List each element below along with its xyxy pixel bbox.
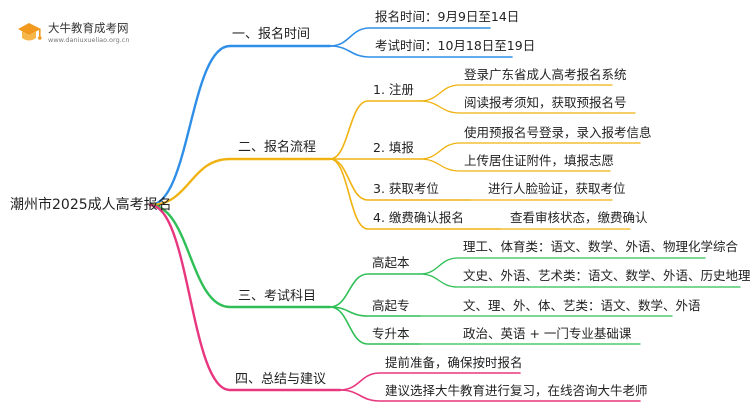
step-fill-in-detail-2: 上传居住证附件，填报志愿 [464,153,615,168]
branch-exam-subjects: 三、考试科目 [238,289,317,304]
connector-step-2-detail-1 [419,142,641,160]
connector-step-1-detail-1 [419,84,613,102]
leaf-registration-dates: 报名时间：9月9日至14日 [375,9,520,24]
step-register: 1. 注册 [373,82,414,97]
step-fill-in-detail-1: 使用预报名号登录，录入报考信息 [464,125,652,140]
logo-url: www.daniuxueliao.org.cn [48,36,130,44]
site-logo: 大牛教育成考网 www.daniuxueliao.org.cn [14,18,134,48]
connector-step-1 [329,100,421,160]
connector-level-1 [329,273,421,308]
level-gaoqiben: 高起本 [372,255,410,270]
connector-step-4 [329,158,501,230]
summary-advice-2: 建议选择大牛教育进行复习，在线咨询大牛老师 [385,383,648,398]
step-get-seat: 3. 获取考位 [373,181,439,196]
root-node: 潮州市2025成人高考报名 [10,197,172,213]
connector-branch-4 [148,203,342,392]
step-register-detail-1: 登录广东省成人高考报名系统 [464,67,627,82]
branch-summary: 四、总结与建议 [235,372,327,387]
level-zhuanshengben: 专升本 [372,326,410,341]
connector-leaf-1-1 [329,27,491,47]
connector-level-3 [329,306,421,345]
connector-summary-1 [339,372,521,391]
summary-advice-1: 提前准备，确保按时报名 [385,355,523,370]
connector-level-1-detail-2 [419,273,741,288]
graduation-cap-icon [18,23,42,41]
connector-step-2-detail-2 [419,158,611,172]
gaoqizhuan-subjects: 文、理、外、体、艺类：语文、数学、外语 [463,298,701,313]
branch-registration-process: 二、报名流程 [238,140,317,155]
connector-summary-2 [339,389,641,402]
branch-registration-time: 一、报名时间 [232,27,311,42]
level-gaoqizhuan: 高起专 [372,298,410,313]
leaf-exam-dates: 考试时间：10月18日至19日 [375,38,536,53]
step-register-detail-2: 阅读报考须知，获取预报名号 [464,95,627,110]
logo-title: 大牛教育成考网 [48,21,129,35]
step-fill-in: 2. 填报 [373,140,414,155]
connector-leaf-1-2 [329,45,513,58]
connector-level-1-detail-1 [419,257,706,275]
gaoqiben-science: 理工、体育类：语文、数学、外语、物理化学综合 [463,239,739,254]
connector-branch-3 [148,203,332,309]
step-payment-detail: 查看审核状态，缴费确认 [510,210,648,225]
gaoqiben-arts: 文史、外语、艺术类：语文、数学、外语、历史地理综合 [463,268,750,283]
step-get-seat-detail: 进行人脸验证，获取考位 [488,181,626,196]
step-payment: 4. 缴费确认报名 [373,210,464,225]
connector-branch-2 [148,157,332,207]
connector-step-1-detail-2 [419,100,636,114]
zhuanshengben-subjects: 政治、英语 + 一门专业基础课 [463,326,632,341]
connector-branch-1 [148,44,332,207]
